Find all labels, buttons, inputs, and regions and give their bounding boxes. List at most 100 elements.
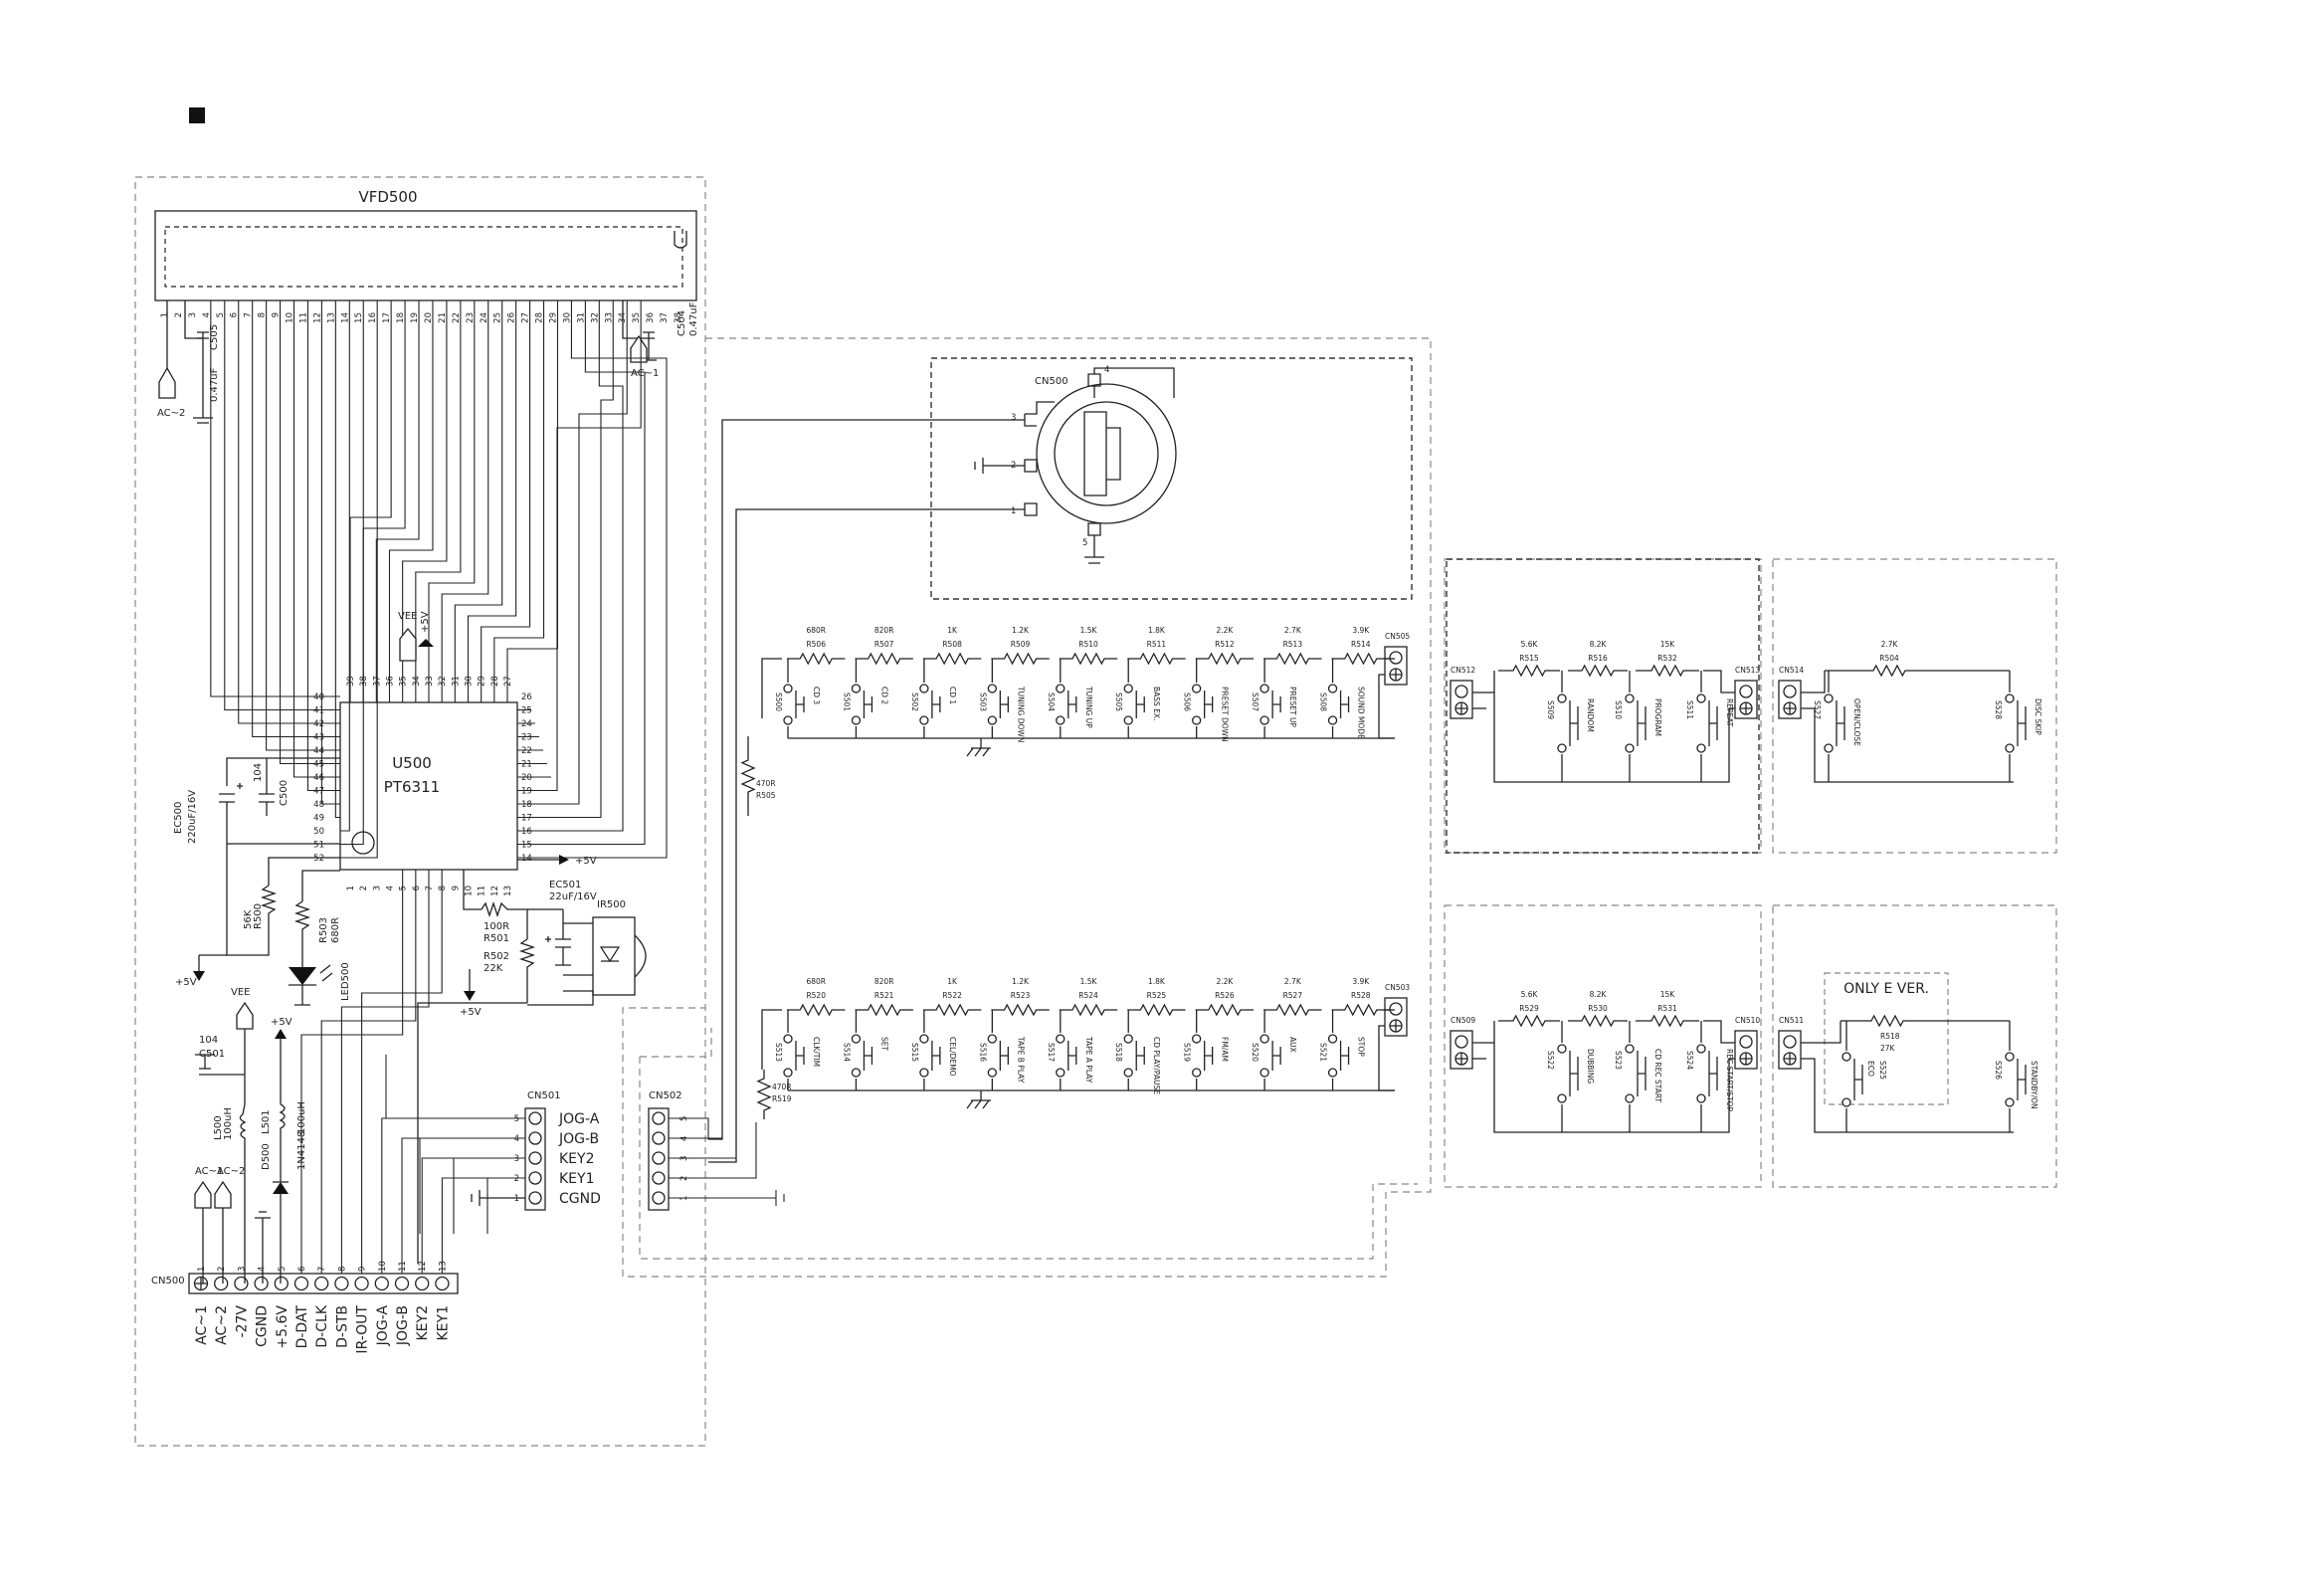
panel-wire [1493, 670, 1735, 693]
ic-pin-16: 16 [521, 827, 532, 837]
panel-wire [1801, 1020, 2014, 1133]
resistor-value: 27K [1880, 1044, 1896, 1053]
switch-S510-contact [1625, 743, 1635, 753]
switch-label: STOP [1357, 1037, 1366, 1057]
cn500-pin-10: 10 [378, 1261, 388, 1272]
cn501-ground [471, 1190, 525, 1206]
p5v-label: +5V [420, 611, 431, 633]
switch-S514-contact [851, 1068, 862, 1078]
resistor-ref: R507 [874, 640, 894, 649]
ic-pin-30: 30 [465, 676, 475, 687]
cn500-signal: JOG-B [395, 1305, 411, 1346]
vfd-pin-26: 26 [507, 312, 517, 323]
switch-S501 [863, 691, 873, 718]
switch-ref: S511 [1685, 700, 1694, 719]
switch-label: SOUND MODE [1357, 687, 1366, 739]
panel-connector-left-mark [1455, 1053, 1467, 1065]
ac2-label: AC~2 [157, 408, 185, 419]
resistor-value: 820R [874, 977, 894, 986]
ic-pin-22: 22 [521, 746, 532, 756]
switch-S523-contact [1625, 1093, 1635, 1103]
switch-S508-contact [1327, 684, 1338, 693]
ground-symbol [966, 1090, 991, 1109]
cn500-pin [293, 1276, 309, 1291]
switch-S517 [1067, 1041, 1077, 1071]
resistor-ref: R506 [806, 640, 826, 649]
vfd-pin-35: 35 [632, 312, 642, 323]
panel-connector-left-pin [1454, 685, 1468, 698]
resistor-R510 [1059, 652, 1118, 666]
corner-marker [189, 107, 205, 123]
resistor-ref: R521 [874, 991, 894, 1000]
cn500-pin-4: 4 [258, 1267, 268, 1272]
panel-connector-left [1450, 1030, 1473, 1070]
ic-pin-13: 13 [503, 886, 513, 896]
c500-ref: C500 [279, 780, 290, 806]
resistor-value: 8.2K [1590, 640, 1608, 649]
ic-pin-2: 2 [359, 886, 369, 890]
switch-label: RANDOM [1586, 698, 1595, 732]
panel-connector-left-mark [1455, 702, 1467, 714]
resistor-ref: R516 [1588, 654, 1608, 663]
ic-pin-labels: 4041424344454647484950515226252423222120… [313, 676, 532, 896]
vfd-pin-17: 17 [382, 312, 392, 323]
switch-ref: S524 [1685, 1051, 1694, 1070]
ic-cn500-wire [320, 870, 417, 1274]
cn500-pin-13: 13 [438, 1261, 448, 1272]
vfd-pin-3: 3 [188, 312, 198, 317]
cn500-signal: JOG-A [375, 1305, 391, 1347]
switch-S506 [1204, 691, 1214, 718]
bus-wire [517, 300, 642, 792]
ic-pin-10: 10 [465, 886, 475, 896]
panel-connector-ref: CN512 [1451, 666, 1475, 675]
resistor-R508 [922, 652, 982, 666]
vfd-pin-18: 18 [396, 312, 406, 323]
switch-S513 [795, 1041, 805, 1071]
cn502-pin [652, 1131, 666, 1145]
cn501-pin [528, 1171, 542, 1185]
resistor-value: 3.9K [1352, 977, 1370, 986]
bus-wire [210, 300, 340, 697]
ic-pin-25: 25 [521, 706, 532, 716]
switch-S517-contact [1056, 1034, 1065, 1044]
ic-pin-39: 39 [346, 676, 356, 687]
switch-S520 [1271, 1041, 1281, 1071]
series-R505 [740, 736, 756, 816]
ic-pin-28: 28 [490, 676, 500, 687]
vfd-pin-20: 20 [424, 312, 434, 323]
resistor-ref: R529 [1519, 1004, 1539, 1013]
ic-top-supply: VEE +5V [398, 611, 434, 662]
switch-S506-contact [1192, 715, 1202, 725]
cn501-pin-1: 1 [514, 1194, 519, 1204]
ic-ref: U500 [392, 754, 432, 772]
switch-label: SET [879, 1037, 888, 1051]
ic-pin-34: 34 [412, 676, 422, 687]
ic-pin-38: 38 [359, 676, 369, 687]
vfd-pin-7: 7 [244, 312, 254, 317]
ec500-ref: EC500 [173, 802, 184, 834]
resistor-R530 [1568, 1014, 1628, 1028]
r500-ref: R500 [253, 903, 264, 929]
row-connector-pin [1389, 1002, 1403, 1016]
resistor-ref: R523 [1011, 991, 1031, 1000]
switch-S526-contact [2005, 1052, 2015, 1062]
switch-ref: S516 [978, 1043, 987, 1062]
switch-S500-contact [783, 684, 793, 693]
ic-pin-17: 17 [521, 814, 532, 824]
switch-label: CD 2 [879, 687, 888, 704]
bus-wire [517, 300, 624, 832]
ic-pin-41: 41 [313, 706, 324, 716]
vfd-pin-21: 21 [438, 312, 448, 323]
cn500-pin-3: 3 [237, 1267, 247, 1272]
switch-label: REPEAT [1725, 698, 1734, 727]
bus-wire [238, 300, 340, 724]
cn501-pin [528, 1131, 542, 1145]
option-note: ONLY E VER. [1843, 981, 1929, 997]
switch-S506-contact [1192, 684, 1202, 693]
switch-ref: S505 [1114, 692, 1123, 711]
cn500-pin-7: 7 [317, 1267, 327, 1272]
cn500-pin [193, 1276, 209, 1291]
switch-S516-contact [987, 1034, 997, 1044]
row-wire [761, 1009, 782, 1070]
